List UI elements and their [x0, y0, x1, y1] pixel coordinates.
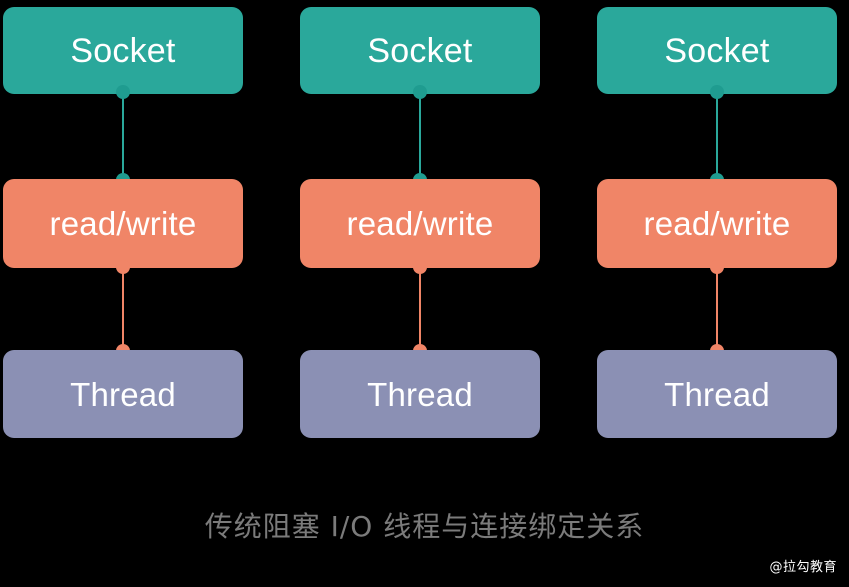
connector-readwrite-to-thread-3: [710, 260, 724, 358]
connector-dot-top: [413, 260, 427, 274]
thread-node-1: Thread: [3, 350, 243, 438]
connector-line: [419, 267, 421, 351]
connector-dot-top: [413, 85, 427, 99]
read-write-node-3: read/write: [597, 179, 837, 268]
thread-node-3: Thread: [597, 350, 837, 438]
connector-socket-to-readwrite-3: [710, 85, 724, 187]
connector-line: [122, 92, 124, 180]
connector-dot-top: [710, 260, 724, 274]
read-write-node-label: read/write: [643, 205, 791, 242]
read-write-node-1: read/write: [3, 179, 243, 268]
connector-line: [716, 92, 718, 180]
connector-line: [122, 267, 124, 351]
connector-readwrite-to-thread-2: [413, 260, 427, 358]
connector-dot-top: [710, 85, 724, 99]
thread-node-label: Thread: [367, 375, 473, 413]
thread-node-2: Thread: [300, 350, 540, 438]
connector-dot-top: [116, 260, 130, 274]
connector-socket-to-readwrite-2: [413, 85, 427, 187]
thread-node-label: Thread: [664, 375, 770, 413]
read-write-node-label: read/write: [346, 205, 494, 242]
socket-node-label: Socket: [70, 31, 176, 70]
socket-node-1: Socket: [3, 7, 243, 94]
read-write-node-label: read/write: [49, 205, 197, 242]
connector-line: [419, 92, 421, 180]
socket-node-2: Socket: [300, 7, 540, 94]
connector-socket-to-readwrite-1: [116, 85, 130, 187]
connector-readwrite-to-thread-1: [116, 260, 130, 358]
socket-node-3: Socket: [597, 7, 837, 94]
chain-column-3: Socket read/write Thread: [597, 0, 837, 445]
watermark: @拉勾教育: [769, 560, 837, 575]
read-write-node-2: read/write: [300, 179, 540, 268]
connector-dot-top: [116, 85, 130, 99]
thread-node-label: Thread: [70, 375, 176, 413]
socket-node-label: Socket: [367, 31, 473, 70]
socket-node-label: Socket: [664, 31, 770, 70]
chain-column-2: Socket read/write Thread: [300, 0, 540, 445]
chain-column-1: Socket read/write Thread: [3, 0, 243, 445]
diagram-caption: 传统阻塞 I/O 线程与连接绑定关系: [204, 510, 645, 543]
connector-line: [716, 267, 718, 351]
